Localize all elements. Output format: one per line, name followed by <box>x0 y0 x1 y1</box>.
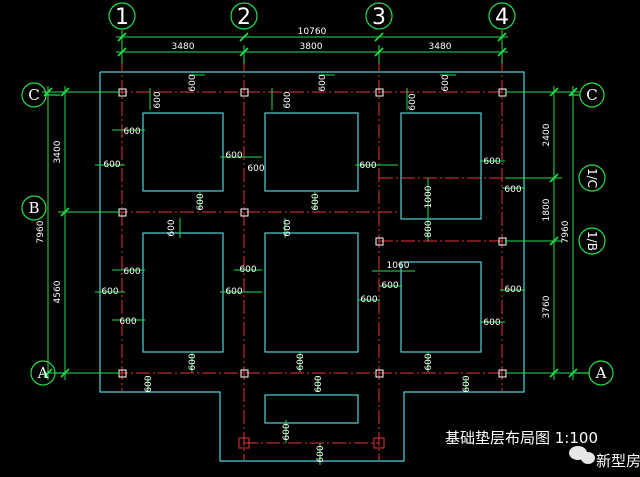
dim-600: 600 <box>462 375 472 392</box>
dim-600: 600 <box>441 74 451 91</box>
dim-left-lower: 4560 <box>53 280 63 303</box>
grid-label-1: 1 <box>115 5 129 30</box>
dim-600: 600 <box>311 193 321 210</box>
column-markers <box>118 88 507 449</box>
panel-a12 <box>142 232 224 353</box>
dim-600: 600 <box>225 287 242 297</box>
dim-600: 600 <box>283 91 293 108</box>
dim-600: 600 <box>225 151 242 161</box>
grid-label-b-left: B <box>28 199 39 217</box>
panel-c12 <box>142 112 224 192</box>
bubble-1 <box>108 2 136 30</box>
panel-stair <box>264 394 359 424</box>
panel-c34 <box>400 112 482 220</box>
grid-label-4: 4 <box>495 5 509 30</box>
dim-600: 600 <box>504 185 521 195</box>
dim-600: 600 <box>153 91 163 108</box>
bubble-1c <box>578 164 606 192</box>
dim-600: 600 <box>316 445 326 462</box>
watermark-text: 新型房屋 <box>596 452 640 470</box>
dim-600: 600 <box>483 157 500 167</box>
bubble-b-left <box>21 195 47 221</box>
dim-600: 600 <box>408 93 418 110</box>
dim-800: 800 <box>424 220 434 237</box>
dim-right-total: 7960 <box>561 220 571 243</box>
dim-600: 600 <box>318 74 328 91</box>
cushion-panels <box>142 112 482 424</box>
dim-600: 600 <box>483 318 500 328</box>
dim-600: 600 <box>188 74 198 91</box>
dim-1060: 1060 <box>387 261 410 271</box>
dim-600: 600 <box>123 127 140 137</box>
dim-600: 600 <box>381 281 398 291</box>
dim-600: 600 <box>101 287 118 297</box>
grid-label-2: 2 <box>237 5 251 30</box>
dim-600: 600 <box>239 265 256 275</box>
grid-label-3: 3 <box>372 5 386 30</box>
dim-600: 600 <box>144 375 154 392</box>
wechat-icon <box>569 446 595 464</box>
grid-label-1b: 1/B <box>585 231 599 251</box>
dim-600: 600 <box>103 160 120 170</box>
bubble-3 <box>365 2 393 30</box>
grid-label-1c: 1/C <box>585 168 599 188</box>
dim-600: 600 <box>504 285 521 295</box>
panel-a34 <box>400 261 482 353</box>
dim-600: 600 <box>296 353 306 370</box>
dimension-lines <box>42 30 580 465</box>
dim-600: 600 <box>359 161 376 171</box>
dim-right-top: 2400 <box>542 123 552 146</box>
dim-bay-1: 3480 <box>172 42 195 52</box>
dim-600: 600 <box>424 353 434 370</box>
dim-600: 600 <box>360 295 377 305</box>
watermark: 新型房屋 <box>569 446 640 470</box>
dim-600: 600 <box>123 267 140 277</box>
dim-bay-2: 3800 <box>300 42 323 52</box>
dimension-ticks <box>43 32 578 378</box>
grid-label-a-left: A <box>37 364 49 382</box>
dim-600: 600 <box>196 193 206 210</box>
bubble-1b <box>578 227 606 255</box>
dim-600: 600 <box>314 375 324 392</box>
dim-600: 600 <box>282 423 292 440</box>
dim-600: 600 <box>283 219 293 236</box>
dim-left-upper: 3400 <box>53 140 63 163</box>
dim-bay-3: 3480 <box>429 42 452 52</box>
panel-c23 <box>264 112 359 192</box>
dim-600: 600 <box>167 219 177 236</box>
panel-a23 <box>264 232 359 353</box>
dim-1000: 1000 <box>424 185 434 208</box>
grid-label-c-right: C <box>586 86 597 104</box>
grid-label-c-left: C <box>28 86 39 104</box>
dim-600: 600 <box>247 164 264 174</box>
bubble-4 <box>488 2 516 30</box>
pad-600-labels: 600 600 600 600 600 600 600 600 600 600 … <box>101 74 521 462</box>
bubble-2 <box>230 2 258 30</box>
drawing-title: 基础垫层布局图 1:100 <box>445 429 598 447</box>
dim-600: 600 <box>188 353 198 370</box>
dim-600: 600 <box>119 317 136 327</box>
outer-cushion-outline <box>99 71 525 462</box>
dim-left-total: 7960 <box>36 220 46 243</box>
axis-lines <box>70 58 560 460</box>
dim-right-bottom: 3760 <box>542 295 552 318</box>
grid-label-a-right: A <box>595 364 607 382</box>
dim-total-width: 10760 <box>298 27 327 37</box>
dim-right-mid: 1800 <box>542 198 552 221</box>
grid-bubbles <box>21 2 614 386</box>
